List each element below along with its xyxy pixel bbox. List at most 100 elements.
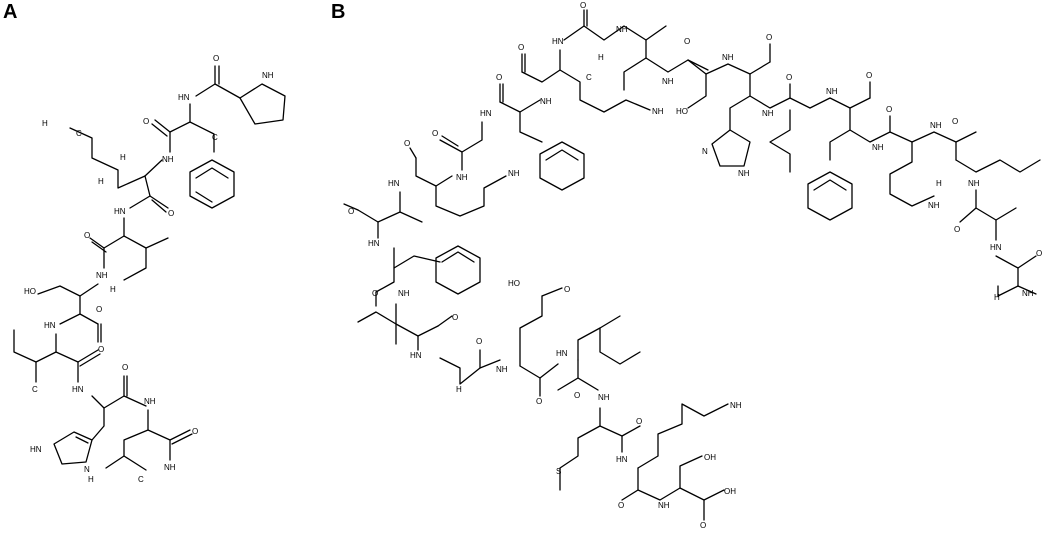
- imidazole-ring-icon: [711, 129, 751, 167]
- atom-label: C: [212, 133, 218, 142]
- atom-label: HN: [72, 385, 84, 394]
- atom-label: O: [536, 397, 542, 406]
- atom-label: H: [42, 119, 48, 128]
- atom-label: O: [574, 391, 580, 400]
- atom-label: O: [496, 73, 502, 82]
- atom-label: O: [213, 54, 219, 63]
- atom-label: H: [88, 475, 94, 484]
- atom-label: O: [700, 521, 706, 530]
- atom-label: NH: [616, 25, 628, 34]
- atom-label: H: [120, 153, 126, 162]
- atom-label: NH: [930, 121, 942, 130]
- atom-label: O: [476, 337, 482, 346]
- atom-label: N: [84, 465, 90, 474]
- atom-label: NH: [508, 169, 520, 178]
- atom-label: O: [452, 313, 458, 322]
- atom-label: NH: [658, 501, 670, 510]
- atom-label: O: [1036, 249, 1042, 258]
- atom-label: NH: [762, 109, 774, 118]
- atom-label: HN: [114, 207, 126, 216]
- atom-label: NH: [398, 289, 410, 298]
- benzene-ring-icon: [807, 171, 853, 221]
- atom-label: O: [786, 73, 792, 82]
- panel-b-structure: O H NH HN NH O C NH NH O HN O NH: [343, 1, 1042, 530]
- atom-label: NH: [928, 201, 940, 210]
- atom-label: HO: [676, 107, 688, 116]
- atom-label: NH: [968, 179, 980, 188]
- atom-label: HN: [410, 351, 422, 360]
- atom-label: NH: [456, 173, 468, 182]
- atom-label: O: [684, 37, 690, 46]
- atom-label: O: [98, 345, 104, 354]
- atom-label: NH: [96, 271, 108, 280]
- atom-label: NH: [1022, 289, 1034, 298]
- atom-label: NH: [730, 401, 742, 410]
- atom-label: HO: [24, 287, 36, 296]
- atom-label: NH: [540, 97, 552, 106]
- atom-label: O: [636, 417, 642, 426]
- panel-a-structure: NH O HN C O NH H C H H O HN: [13, 54, 286, 484]
- atom-label: NH: [164, 463, 176, 472]
- atom-label: O: [954, 225, 960, 234]
- atom-label: O: [766, 33, 772, 42]
- atom-label: NH: [652, 107, 664, 116]
- atom-label: NH: [496, 365, 508, 374]
- atom-label: NH: [662, 77, 674, 86]
- atom-label: NH: [738, 169, 750, 178]
- atom-label: O: [84, 231, 90, 240]
- atom-label: NH: [826, 87, 838, 96]
- atom-label: H: [456, 385, 462, 394]
- atom-label: O: [432, 129, 438, 138]
- atom-label: H: [110, 285, 116, 294]
- atom-label: O: [96, 305, 102, 314]
- atom-label: C: [32, 385, 38, 394]
- benzene-ring-icon: [435, 245, 481, 295]
- atom-label: O: [372, 289, 378, 298]
- atom-label: O: [348, 207, 354, 216]
- atom-label: O: [952, 117, 958, 126]
- atom-label: HN: [388, 179, 400, 188]
- benzene-ring-icon: [539, 141, 585, 191]
- atom-label: HN: [30, 445, 42, 454]
- atom-label: O: [192, 427, 198, 436]
- atom-label: NH: [162, 155, 174, 164]
- atom-label: O: [886, 105, 892, 114]
- atom-label: NH: [872, 143, 884, 152]
- atom-label: HN: [990, 243, 1002, 252]
- atom-label: NH: [262, 71, 274, 80]
- atom-label: HN: [178, 93, 190, 102]
- atom-label: O: [618, 501, 624, 510]
- atom-label: HO: [508, 279, 520, 288]
- atom-label: H: [98, 177, 104, 186]
- atom-label: N: [702, 147, 708, 156]
- atom-label: HN: [480, 109, 492, 118]
- atom-label: H: [994, 293, 1000, 302]
- atom-label: HN: [556, 349, 568, 358]
- atom-label: C: [586, 73, 592, 82]
- imidazole-ring-icon: [53, 431, 93, 465]
- atom-label: O: [122, 363, 128, 372]
- atom-label: O: [518, 43, 524, 52]
- atom-label: H: [936, 179, 942, 188]
- panel-label-b: B: [331, 1, 346, 23]
- atom-label: OH: [724, 487, 736, 496]
- atom-label: HN: [552, 37, 564, 46]
- atom-label: HN: [368, 239, 380, 248]
- atom-label: S: [556, 467, 561, 476]
- atom-label: HN: [616, 455, 628, 464]
- atom-label: O: [580, 1, 586, 10]
- panel-label-a: A: [3, 1, 18, 23]
- atom-label: O: [564, 285, 570, 294]
- atom-label: NH: [144, 397, 156, 406]
- atom-label: O: [168, 209, 174, 218]
- atom-label: C: [76, 129, 82, 138]
- pyrrolidine-ring-icon: [239, 83, 286, 125]
- benzene-ring-icon: [189, 159, 235, 209]
- atom-label: NH: [722, 53, 734, 62]
- atom-label: O: [143, 117, 149, 126]
- atom-label: HN: [44, 321, 56, 330]
- atom-label: C: [138, 475, 144, 484]
- atom-label: NH: [598, 393, 610, 402]
- atom-label: O: [404, 139, 410, 148]
